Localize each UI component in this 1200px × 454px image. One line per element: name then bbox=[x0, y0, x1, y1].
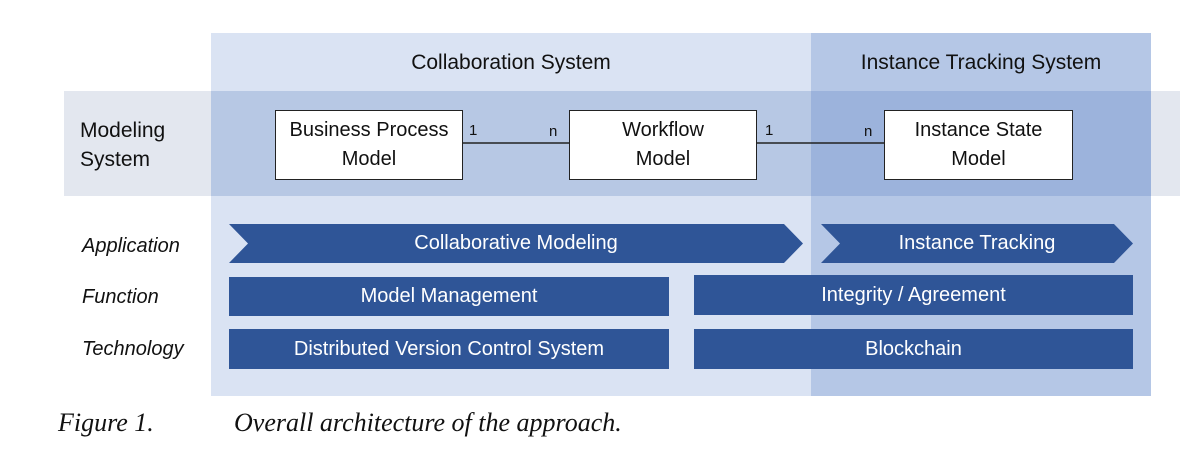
function-layer-label: Function bbox=[82, 286, 159, 308]
instance-tracking-label: Instance Tracking bbox=[898, 232, 1056, 254]
workflow-model-box: Workflow Model bbox=[569, 110, 757, 180]
blockchain-label: Blockchain bbox=[865, 337, 962, 360]
modeling-system-label-line2: System bbox=[80, 148, 151, 171]
modeling-system-label-line1: Modeling bbox=[80, 119, 166, 142]
multiplicity-bpm: 1 bbox=[469, 122, 478, 139]
figure-caption: Overall architecture of the approach. bbox=[234, 408, 622, 437]
integrity-agreement-label: Integrity / Agreement bbox=[821, 283, 1006, 306]
model-management-label: Model Management bbox=[360, 285, 538, 307]
integrity-agreement-bar: Integrity / Agreement bbox=[694, 275, 1133, 315]
instance-tracking-chevron: Instance Tracking bbox=[821, 224, 1133, 263]
collaboration-system-title: Collaboration System bbox=[411, 51, 611, 74]
dvcs-label: Distributed Version Control System bbox=[293, 337, 605, 360]
blockchain-bar: Blockchain bbox=[694, 329, 1133, 369]
figure-label: Figure 1. bbox=[58, 408, 154, 437]
application-layer-label: Application bbox=[82, 235, 180, 257]
modeling-band-tail bbox=[1151, 91, 1180, 196]
model-management-bar: Model Management bbox=[229, 277, 669, 316]
workflow-model-line2: Model bbox=[635, 148, 691, 170]
instance-state-model-line1: Instance State bbox=[914, 119, 1043, 141]
modeling-band-left bbox=[64, 91, 211, 196]
instance-state-model-box: Instance State Model bbox=[884, 110, 1073, 180]
business-process-model-line2: Model bbox=[341, 148, 397, 170]
dvcs-bar: Distributed Version Control System bbox=[229, 329, 669, 369]
collaborative-modeling-chevron: Collaborative Modeling bbox=[229, 224, 803, 263]
multiplicity-instance-state: n bbox=[864, 123, 873, 140]
workflow-model-line1: Workflow bbox=[622, 119, 704, 141]
multiplicity-workflow: 1 bbox=[765, 122, 774, 139]
instance-tracking-system-title: Instance Tracking System bbox=[860, 51, 1102, 74]
business-process-model-box: Business Process Model bbox=[275, 110, 463, 180]
modeling-system-label: Modeling System bbox=[80, 116, 165, 174]
multiplicity-workflow-from-bpm: n bbox=[549, 123, 558, 140]
instance-state-model-line2: Model bbox=[951, 148, 1006, 170]
business-process-model-line1: Business Process bbox=[289, 119, 449, 141]
technology-layer-label: Technology bbox=[82, 338, 184, 360]
collaborative-modeling-label: Collaborative Modeling bbox=[414, 232, 618, 254]
